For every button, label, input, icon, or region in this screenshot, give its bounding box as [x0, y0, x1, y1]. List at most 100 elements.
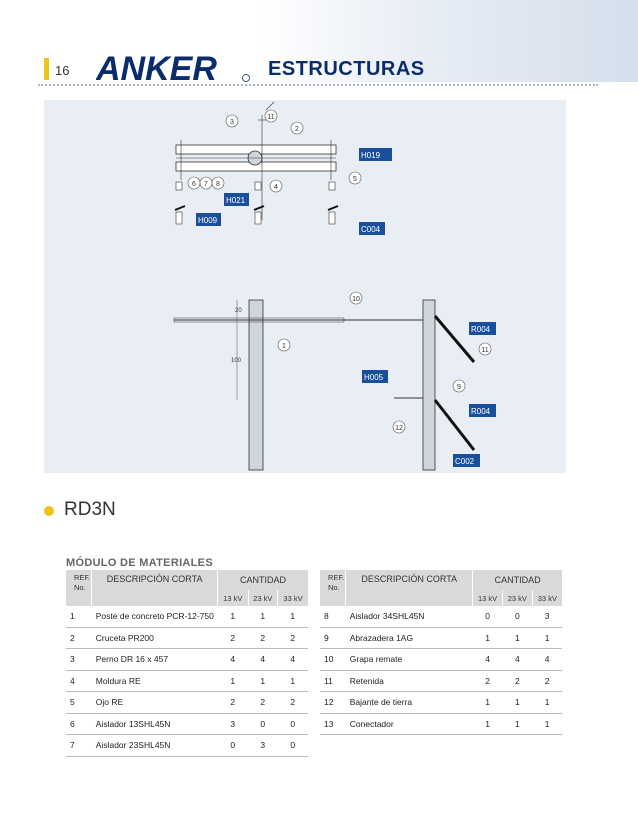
callouts: 1 2 3 4 5 6 7 8 9 10 11 11 12 — [187, 109, 492, 434]
registered-mark-icon — [242, 74, 250, 82]
description-cell: Bajante de tierra — [345, 691, 473, 714]
description-cell: Aislador 13SHL45N — [91, 713, 218, 735]
qty-33kv-cell: 2 — [277, 627, 308, 649]
materials-table-left: REF.No. DESCRIPCIÓN CORTA CANTIDAD 13 kV… — [66, 570, 308, 757]
qty-13kv-cell: 2 — [217, 691, 248, 714]
pole-left — [248, 299, 264, 471]
description-cell: Conectador — [345, 713, 473, 735]
label-r004-upper: R004 — [471, 325, 491, 334]
qty-33kv-cell: 1 — [277, 606, 308, 628]
qty-13kv-cell: 1 — [472, 691, 503, 714]
qty-33kv-cell: 0 — [277, 713, 308, 735]
voltage-header-13: 13 kV — [217, 590, 248, 606]
label-c002: C002 — [455, 457, 475, 466]
qty-23kv-cell: 4 — [248, 648, 278, 671]
header-gradient-band — [258, 0, 638, 82]
qty-23kv-cell: 2 — [248, 627, 278, 649]
description-header: DESCRIPCIÓN CORTA — [91, 570, 218, 606]
ref-cell: 1 — [66, 606, 92, 628]
qty-33kv-cell: 3 — [532, 606, 562, 628]
qty-23kv-cell: 0 — [502, 606, 533, 628]
callout-10: 10 — [352, 296, 360, 303]
label-h009: H009 — [198, 216, 218, 225]
ref-cell: 3 — [66, 648, 92, 671]
label-c004: C004 — [361, 225, 381, 234]
dead-end-pole-side-view — [344, 299, 476, 471]
ref-cell: 8 — [320, 606, 346, 628]
ref-cell: 5 — [66, 691, 92, 714]
description-cell: Poste de concreto PCR-12-750 — [91, 606, 218, 628]
callout-12: 12 — [395, 425, 403, 432]
ref-header: REF.No. — [66, 570, 92, 606]
dead-end-clamps-top — [174, 205, 339, 211]
qty-33kv-cell: 1 — [532, 713, 562, 735]
qty-23kv-cell: 1 — [502, 691, 533, 714]
pole-right — [422, 299, 436, 471]
qty-13kv-cell: 1 — [217, 670, 248, 692]
qty-13kv-cell: 0 — [217, 734, 248, 757]
qty-13kv-cell: 0 — [472, 606, 503, 628]
qty-13kv-cell: 4 — [217, 648, 248, 671]
qty-33kv-cell: 1 — [277, 670, 308, 692]
description-cell: Ojo RE — [91, 691, 218, 714]
guy-wire-lower — [433, 399, 476, 451]
qty-33kv-cell: 2 — [532, 670, 562, 692]
callout-3: 3 — [230, 119, 234, 126]
label-h019: H019 — [361, 151, 381, 160]
callout-4: 4 — [274, 184, 278, 191]
crossarm-hardware — [176, 101, 336, 220]
qty-23kv-cell: 2 — [502, 670, 533, 692]
structure-drawing-area: 20 100 H019 H021 H009 C004 R004 R004 — [44, 100, 566, 473]
voltage-header-13: 13 kV — [472, 590, 503, 606]
ref-cell: 4 — [66, 670, 92, 692]
callout-1: 1 — [282, 343, 286, 350]
label-r004-lower: R004 — [471, 407, 491, 416]
ref-header: REF.No. — [320, 570, 346, 606]
callout-11-side: 11 — [481, 347, 488, 354]
voltage-header-33: 33 kV — [277, 590, 308, 606]
voltage-header-33: 33 kV — [531, 590, 562, 606]
description-cell: Aislador 23SHL45N — [91, 734, 218, 757]
description-cell: Abrazadera 1AG — [345, 627, 473, 649]
description-cell: Retenida — [345, 670, 473, 692]
qty-13kv-cell: 1 — [217, 606, 248, 628]
qty-13kv-cell: 2 — [217, 627, 248, 649]
qty-23kv-cell: 3 — [248, 734, 278, 757]
quantity-header: CANTIDAD — [472, 570, 562, 590]
ref-cell: 6 — [66, 713, 92, 735]
qty-33kv-cell: 1 — [532, 691, 562, 714]
voltage-header-23: 23 kV — [247, 590, 278, 606]
description-header: DESCRIPCIÓN CORTA — [345, 570, 473, 606]
qty-33kv-cell: 4 — [532, 648, 562, 671]
guy-wire-upper — [433, 315, 476, 363]
description-cell: Moldura RE — [91, 670, 218, 692]
qty-23kv-cell: 4 — [502, 648, 533, 671]
ref-cell: 13 — [320, 713, 346, 735]
page-number-accent-bar — [44, 58, 49, 80]
description-cell: Perno DR 16 x 457 — [91, 648, 218, 671]
section-title: ESTRUCTURAS — [268, 58, 425, 80]
callout-6: 6 — [192, 181, 196, 188]
module-code: RD3N — [64, 499, 116, 520]
description-cell: Grapa remate — [345, 648, 473, 671]
ref-cell: 7 — [66, 734, 92, 757]
ref-cell: 2 — [66, 627, 92, 649]
qty-33kv-cell: 2 — [277, 691, 308, 714]
qty-33kv-cell: 4 — [277, 648, 308, 671]
callout-5: 5 — [353, 176, 357, 183]
callout-7: 7 — [204, 181, 208, 188]
module-bullet-icon — [44, 506, 54, 516]
description-cell: Aislador 34SHL45N — [345, 606, 473, 628]
quantity-header: CANTIDAD — [217, 570, 308, 590]
